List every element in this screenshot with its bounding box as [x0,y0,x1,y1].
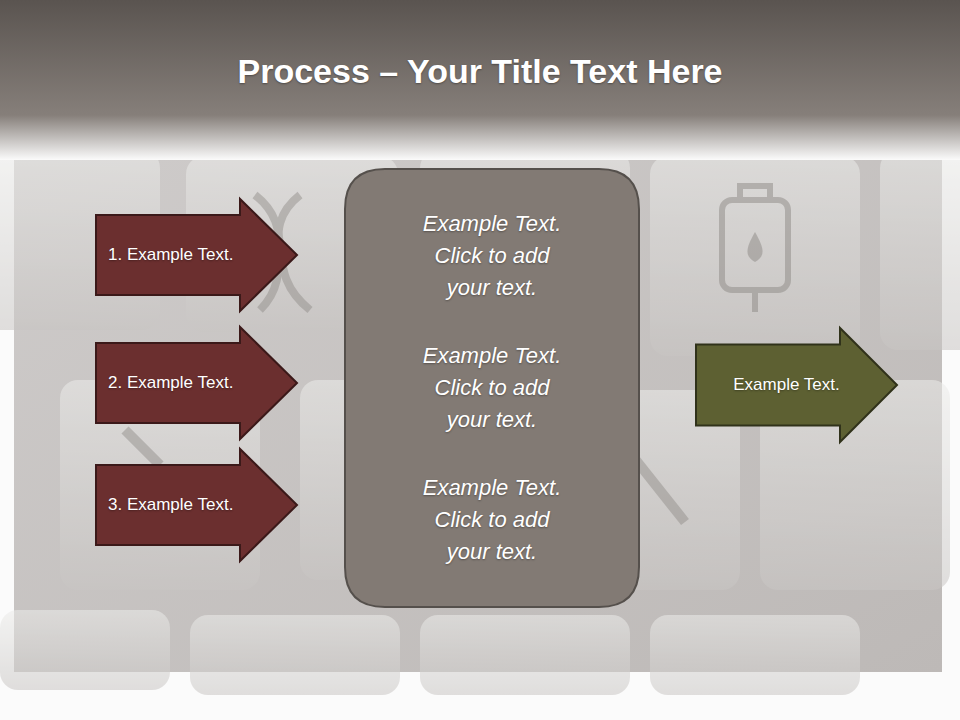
text-holder: 3. Example Text. [108,448,278,562]
iv-bag-icon [722,186,788,312]
arrow-label: Example Text. [733,375,839,395]
output-arrow-path [696,328,897,442]
output-arrow: Example Text. [695,327,898,443]
text-holder: 2. Example Text. [108,326,278,440]
body-text: Example Text. Click to add your text. [412,472,572,568]
text-holder: 1. Example Text. [108,198,278,312]
body-text: Example Text. Click to add your text. [412,208,572,304]
input-arrow-path [96,199,297,311]
process-box-path [345,169,639,607]
text-holder: Example Text. [695,327,878,443]
arrow-label: 1. Example Text. [108,245,233,265]
keyboard-keys [0,150,960,695]
process-box: Example Text. Click to add your text. Exa… [344,168,640,608]
input-arrow: 2. Example Text. [95,326,298,440]
input-arrow-path [96,327,297,439]
header-band [0,0,960,160]
input-arrow: 3. Example Text. [95,448,298,562]
arrow-label: 3. Example Text. [108,495,233,515]
body-text: Example Text. Click to add your text. [412,340,572,436]
slide-title: Process – Your Title Text Here [0,52,960,91]
input-arrow-path [96,449,297,561]
arrow-label: 2. Example Text. [108,373,233,393]
text-holder: Example Text. Click to add your text. Exa… [344,168,640,608]
input-arrow: 1. Example Text. [95,198,298,312]
